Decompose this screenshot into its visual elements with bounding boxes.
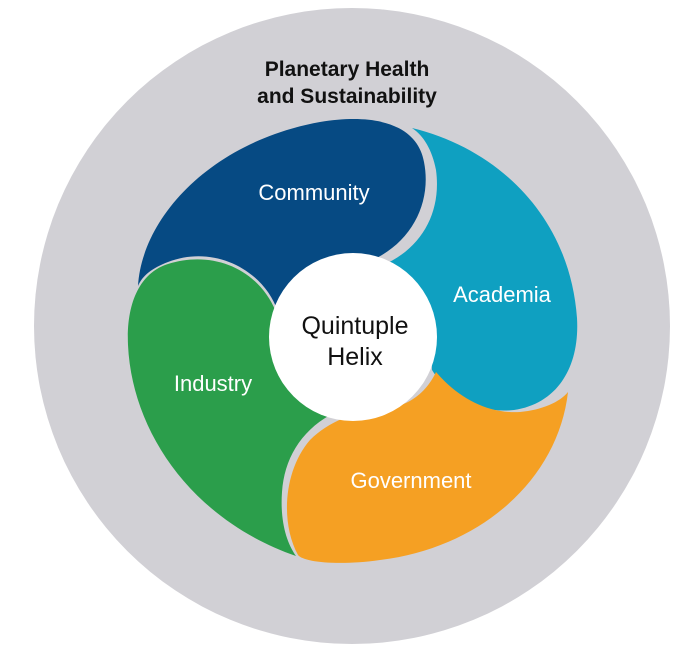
center-label-line1: Quintuple	[301, 312, 408, 340]
community-label: Community	[258, 180, 369, 205]
academia-label: Academia	[453, 282, 552, 307]
center-circle	[269, 253, 437, 421]
industry-label: Industry	[174, 371, 252, 396]
center-label-line2: Helix	[327, 343, 383, 371]
outer-title-line1: Planetary Health	[265, 58, 430, 81]
government-label: Government	[350, 468, 471, 493]
academia-segment	[376, 128, 578, 411]
industry-segment	[127, 259, 330, 556]
outer-title-line2: and Sustainability	[257, 85, 437, 108]
